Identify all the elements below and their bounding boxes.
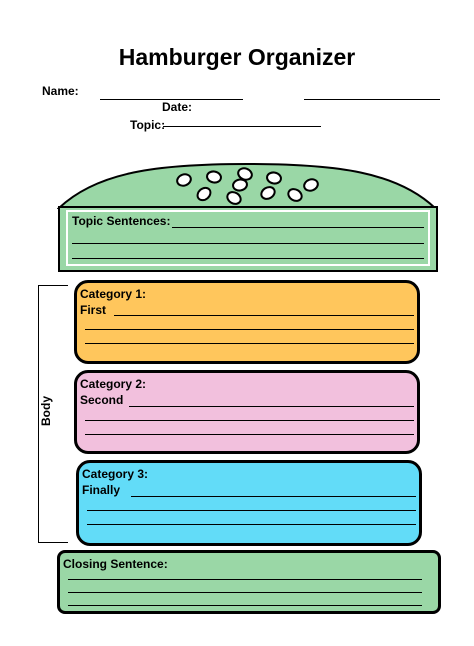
closing-sentence-label: Closing Sentence: xyxy=(63,557,168,571)
name-label: Name: xyxy=(42,84,79,98)
topic-line[interactable] xyxy=(163,126,321,127)
writing-line[interactable] xyxy=(85,343,414,344)
page-title: Hamburger Organizer xyxy=(118,44,356,70)
date-label: Date: xyxy=(162,100,193,114)
category-2-box: Category 2: Second xyxy=(74,370,420,454)
top-bun xyxy=(57,160,437,216)
category-1-word: First xyxy=(80,303,107,317)
writing-line[interactable] xyxy=(87,510,416,511)
writing-line[interactable] xyxy=(85,420,414,421)
topic-sentences-label: Topic Sentences: xyxy=(72,214,171,228)
category-2-label: Category 2: xyxy=(80,377,147,391)
writing-line[interactable] xyxy=(131,496,416,497)
category-1-box: Category 1: First xyxy=(74,280,420,364)
writing-line[interactable] xyxy=(85,434,414,435)
writing-line[interactable] xyxy=(72,258,424,259)
writing-line[interactable] xyxy=(129,406,414,407)
topic-label: Topic: xyxy=(130,118,166,132)
category-3-label: Category 3: xyxy=(82,467,149,481)
writing-line[interactable] xyxy=(114,315,414,316)
category-3-word: Finally xyxy=(82,483,121,497)
writing-line[interactable] xyxy=(87,524,416,525)
writing-line[interactable] xyxy=(72,243,424,244)
body-bracket xyxy=(38,285,68,543)
writing-line[interactable] xyxy=(68,579,422,580)
name-line-right[interactable] xyxy=(304,99,440,100)
writing-line[interactable] xyxy=(172,227,424,228)
sesame-seeds-icon xyxy=(176,167,319,205)
writing-line[interactable] xyxy=(85,329,414,330)
topic-sentences-box: Topic Sentences: xyxy=(58,206,438,272)
writing-line[interactable] xyxy=(68,605,422,606)
name-line-left[interactable] xyxy=(100,99,243,100)
topic-sentences-inner: Topic Sentences: xyxy=(66,210,430,266)
top-bun-shape xyxy=(57,162,437,209)
category-2-word: Second xyxy=(80,393,124,407)
writing-line[interactable] xyxy=(68,592,422,593)
closing-sentence-box: Closing Sentence: xyxy=(57,550,441,614)
category-3-box: Category 3: Finally xyxy=(76,460,422,546)
body-label: Body xyxy=(39,396,53,426)
category-1-label: Category 1: xyxy=(80,287,147,301)
